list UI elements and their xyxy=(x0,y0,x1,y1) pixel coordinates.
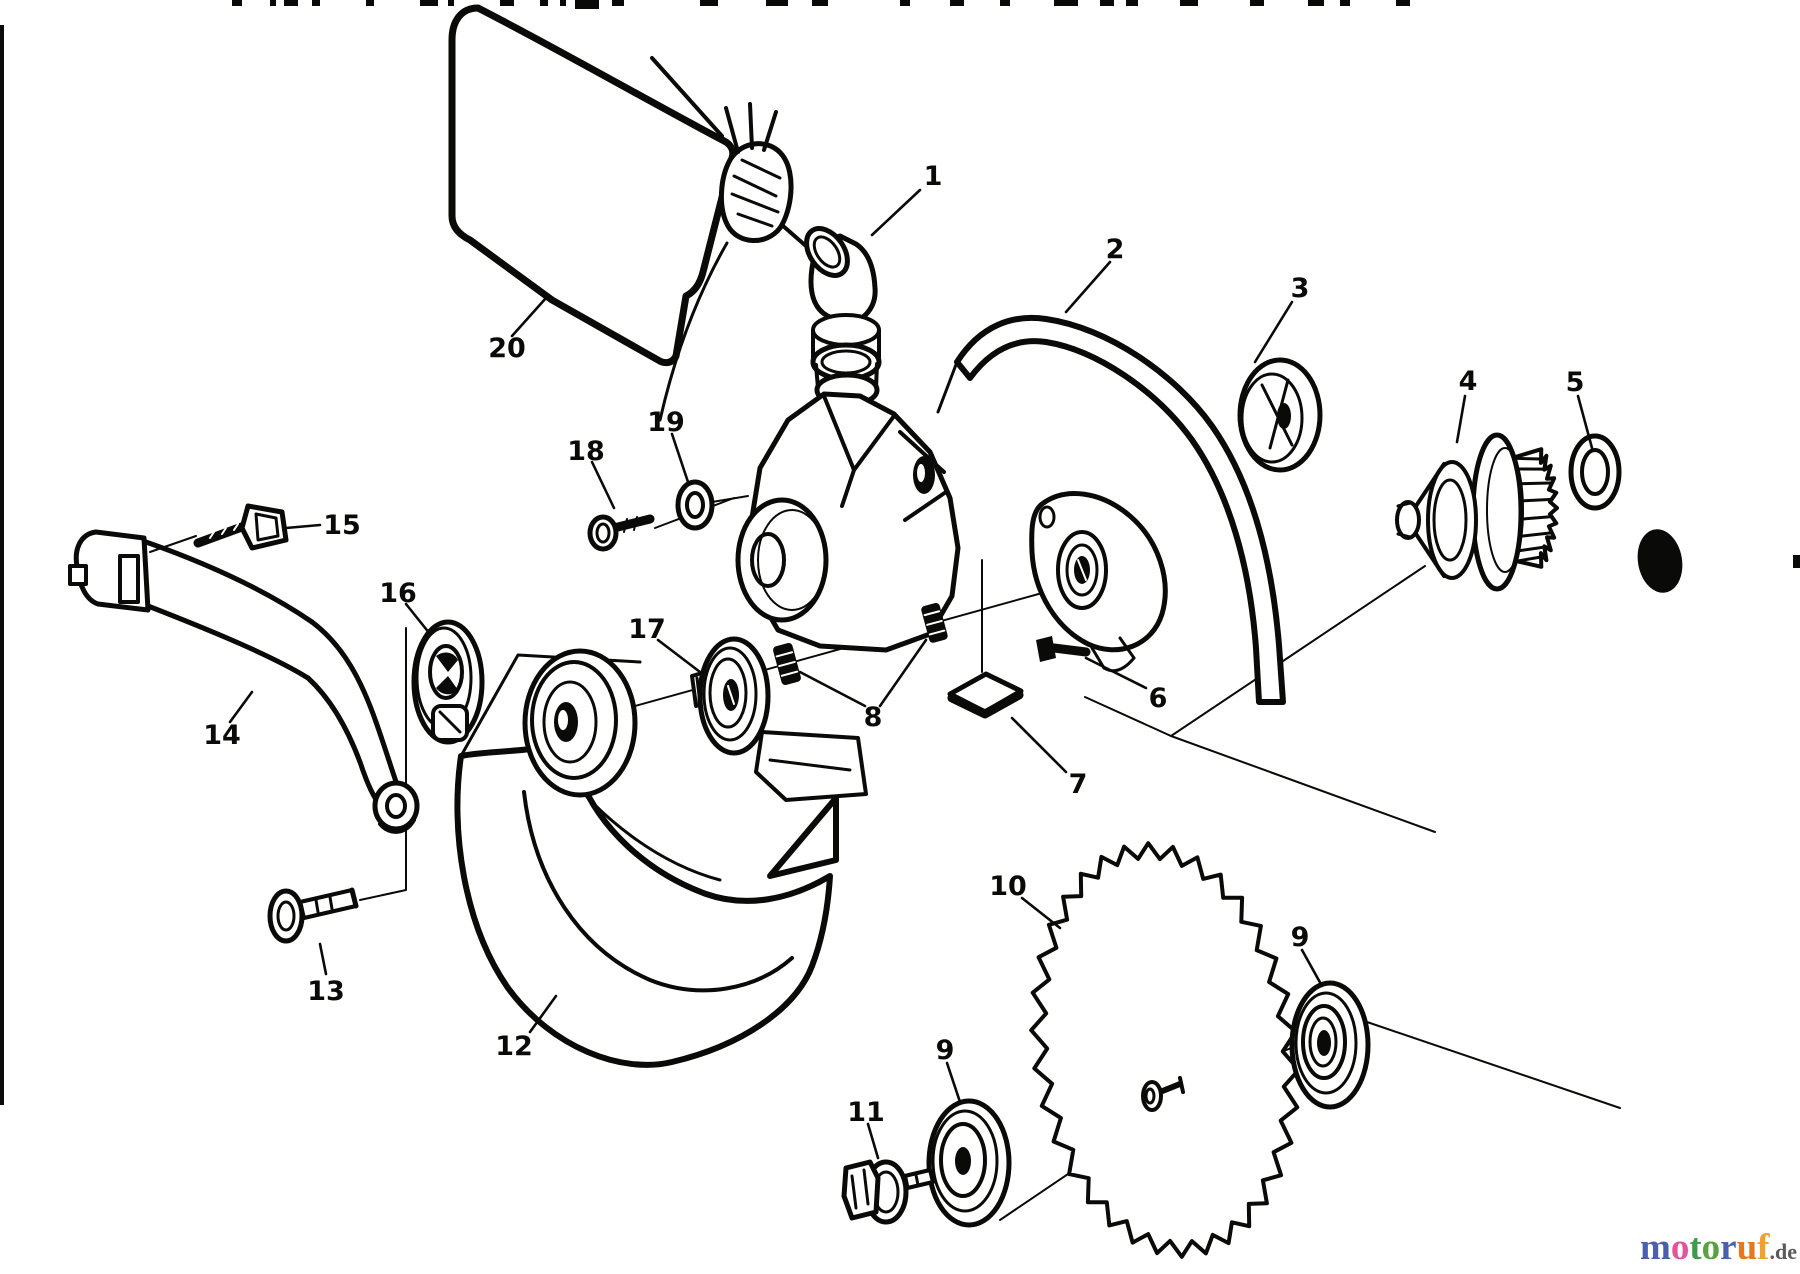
callout-15: 15 xyxy=(323,510,361,541)
arbor-pin xyxy=(1141,1076,1185,1112)
part-nut-19 xyxy=(675,479,715,531)
part-guard-sheet-20 xyxy=(448,4,808,422)
left-page-edge-line xyxy=(0,25,4,1105)
clamp-cable-line xyxy=(658,241,729,422)
callout-8: 8 xyxy=(864,702,883,733)
callout-1: 1 xyxy=(924,161,943,192)
part-spacers-8 xyxy=(773,602,948,686)
part-pulley-4 xyxy=(1395,432,1559,592)
guard-corner-tab xyxy=(767,795,839,879)
part-screw-18 xyxy=(587,514,655,552)
part-pad-7 xyxy=(947,671,1024,719)
callout-5: 5 xyxy=(1566,367,1585,398)
callout-12: 12 xyxy=(495,1031,533,1062)
wing-clamp-hatch xyxy=(730,158,782,228)
wing-clamp-spikes xyxy=(650,56,808,248)
callout-2: 2 xyxy=(1106,234,1125,265)
part-upper-guard-dome-2 xyxy=(936,315,1286,705)
part-flange-17 xyxy=(690,636,771,756)
callout-6: 6 xyxy=(1149,683,1168,714)
watermark-letter[interactable]: t xyxy=(1689,1227,1702,1268)
part-bolt-6 xyxy=(1036,636,1091,662)
part-flange-3 xyxy=(1237,357,1323,473)
part-elbow-port-1 xyxy=(804,226,882,408)
motoruf-watermark[interactable]: motoruf.de xyxy=(1640,1228,1800,1274)
watermark-letter[interactable]: r xyxy=(1720,1227,1737,1268)
watermark-letter[interactable]: o xyxy=(1701,1227,1721,1268)
callout-10: 10 xyxy=(989,871,1027,902)
wing-clamp xyxy=(718,141,794,243)
part-washer-5 xyxy=(1568,433,1622,511)
saw-blade-disc xyxy=(1029,841,1301,1259)
callout-14: 14 xyxy=(203,720,241,751)
cropped-header-text-artifact xyxy=(232,0,1410,9)
callout-9-right: 9 xyxy=(1291,922,1310,953)
callout-18: 18 xyxy=(567,436,605,467)
callout-17: 17 xyxy=(628,614,666,645)
part-pivot-arm-14 xyxy=(68,529,420,834)
part-bolt-11 xyxy=(841,1159,935,1225)
part-flange-9-right xyxy=(1289,980,1371,1110)
callout-20: 20 xyxy=(488,333,526,364)
motor-bracket xyxy=(735,391,961,802)
callout-3: 3 xyxy=(1291,273,1310,304)
callout-7: 7 xyxy=(1069,769,1088,800)
callout-leader-lines xyxy=(228,188,1594,1160)
pulley-gear-teeth xyxy=(1510,447,1559,569)
callout-19: 19 xyxy=(647,407,685,438)
callout-9-left: 9 xyxy=(936,1035,955,1066)
part-bolt-13 xyxy=(267,887,359,944)
right-page-edge-mark xyxy=(1793,555,1800,568)
callout-13: 13 xyxy=(307,976,345,1007)
watermark-letter[interactable]: f xyxy=(1757,1227,1770,1268)
watermark-letter[interactable]: m xyxy=(1640,1227,1671,1268)
callout-numbers: 1 2 3 4 5 6 7 8 9 9 10 11 12 13 14 15 16… xyxy=(203,161,1584,1128)
part-flange-16 xyxy=(411,619,485,745)
explosion-axis-lines xyxy=(149,495,1621,1221)
part-bolt-15 xyxy=(193,503,289,551)
watermark-letter[interactable]: o xyxy=(1670,1227,1690,1268)
callout-16: 16 xyxy=(379,578,417,609)
part-lower-guard-12 xyxy=(454,653,839,1068)
watermark-letter[interactable]: u xyxy=(1736,1227,1758,1268)
inner-dished-flange xyxy=(522,648,638,798)
solid-dot-artifact xyxy=(1637,529,1683,593)
callout-4: 4 xyxy=(1459,366,1478,397)
part-flange-9-left xyxy=(926,1098,1012,1228)
callout-11: 11 xyxy=(847,1097,885,1128)
watermark-tld[interactable]: .de xyxy=(1769,1239,1798,1264)
